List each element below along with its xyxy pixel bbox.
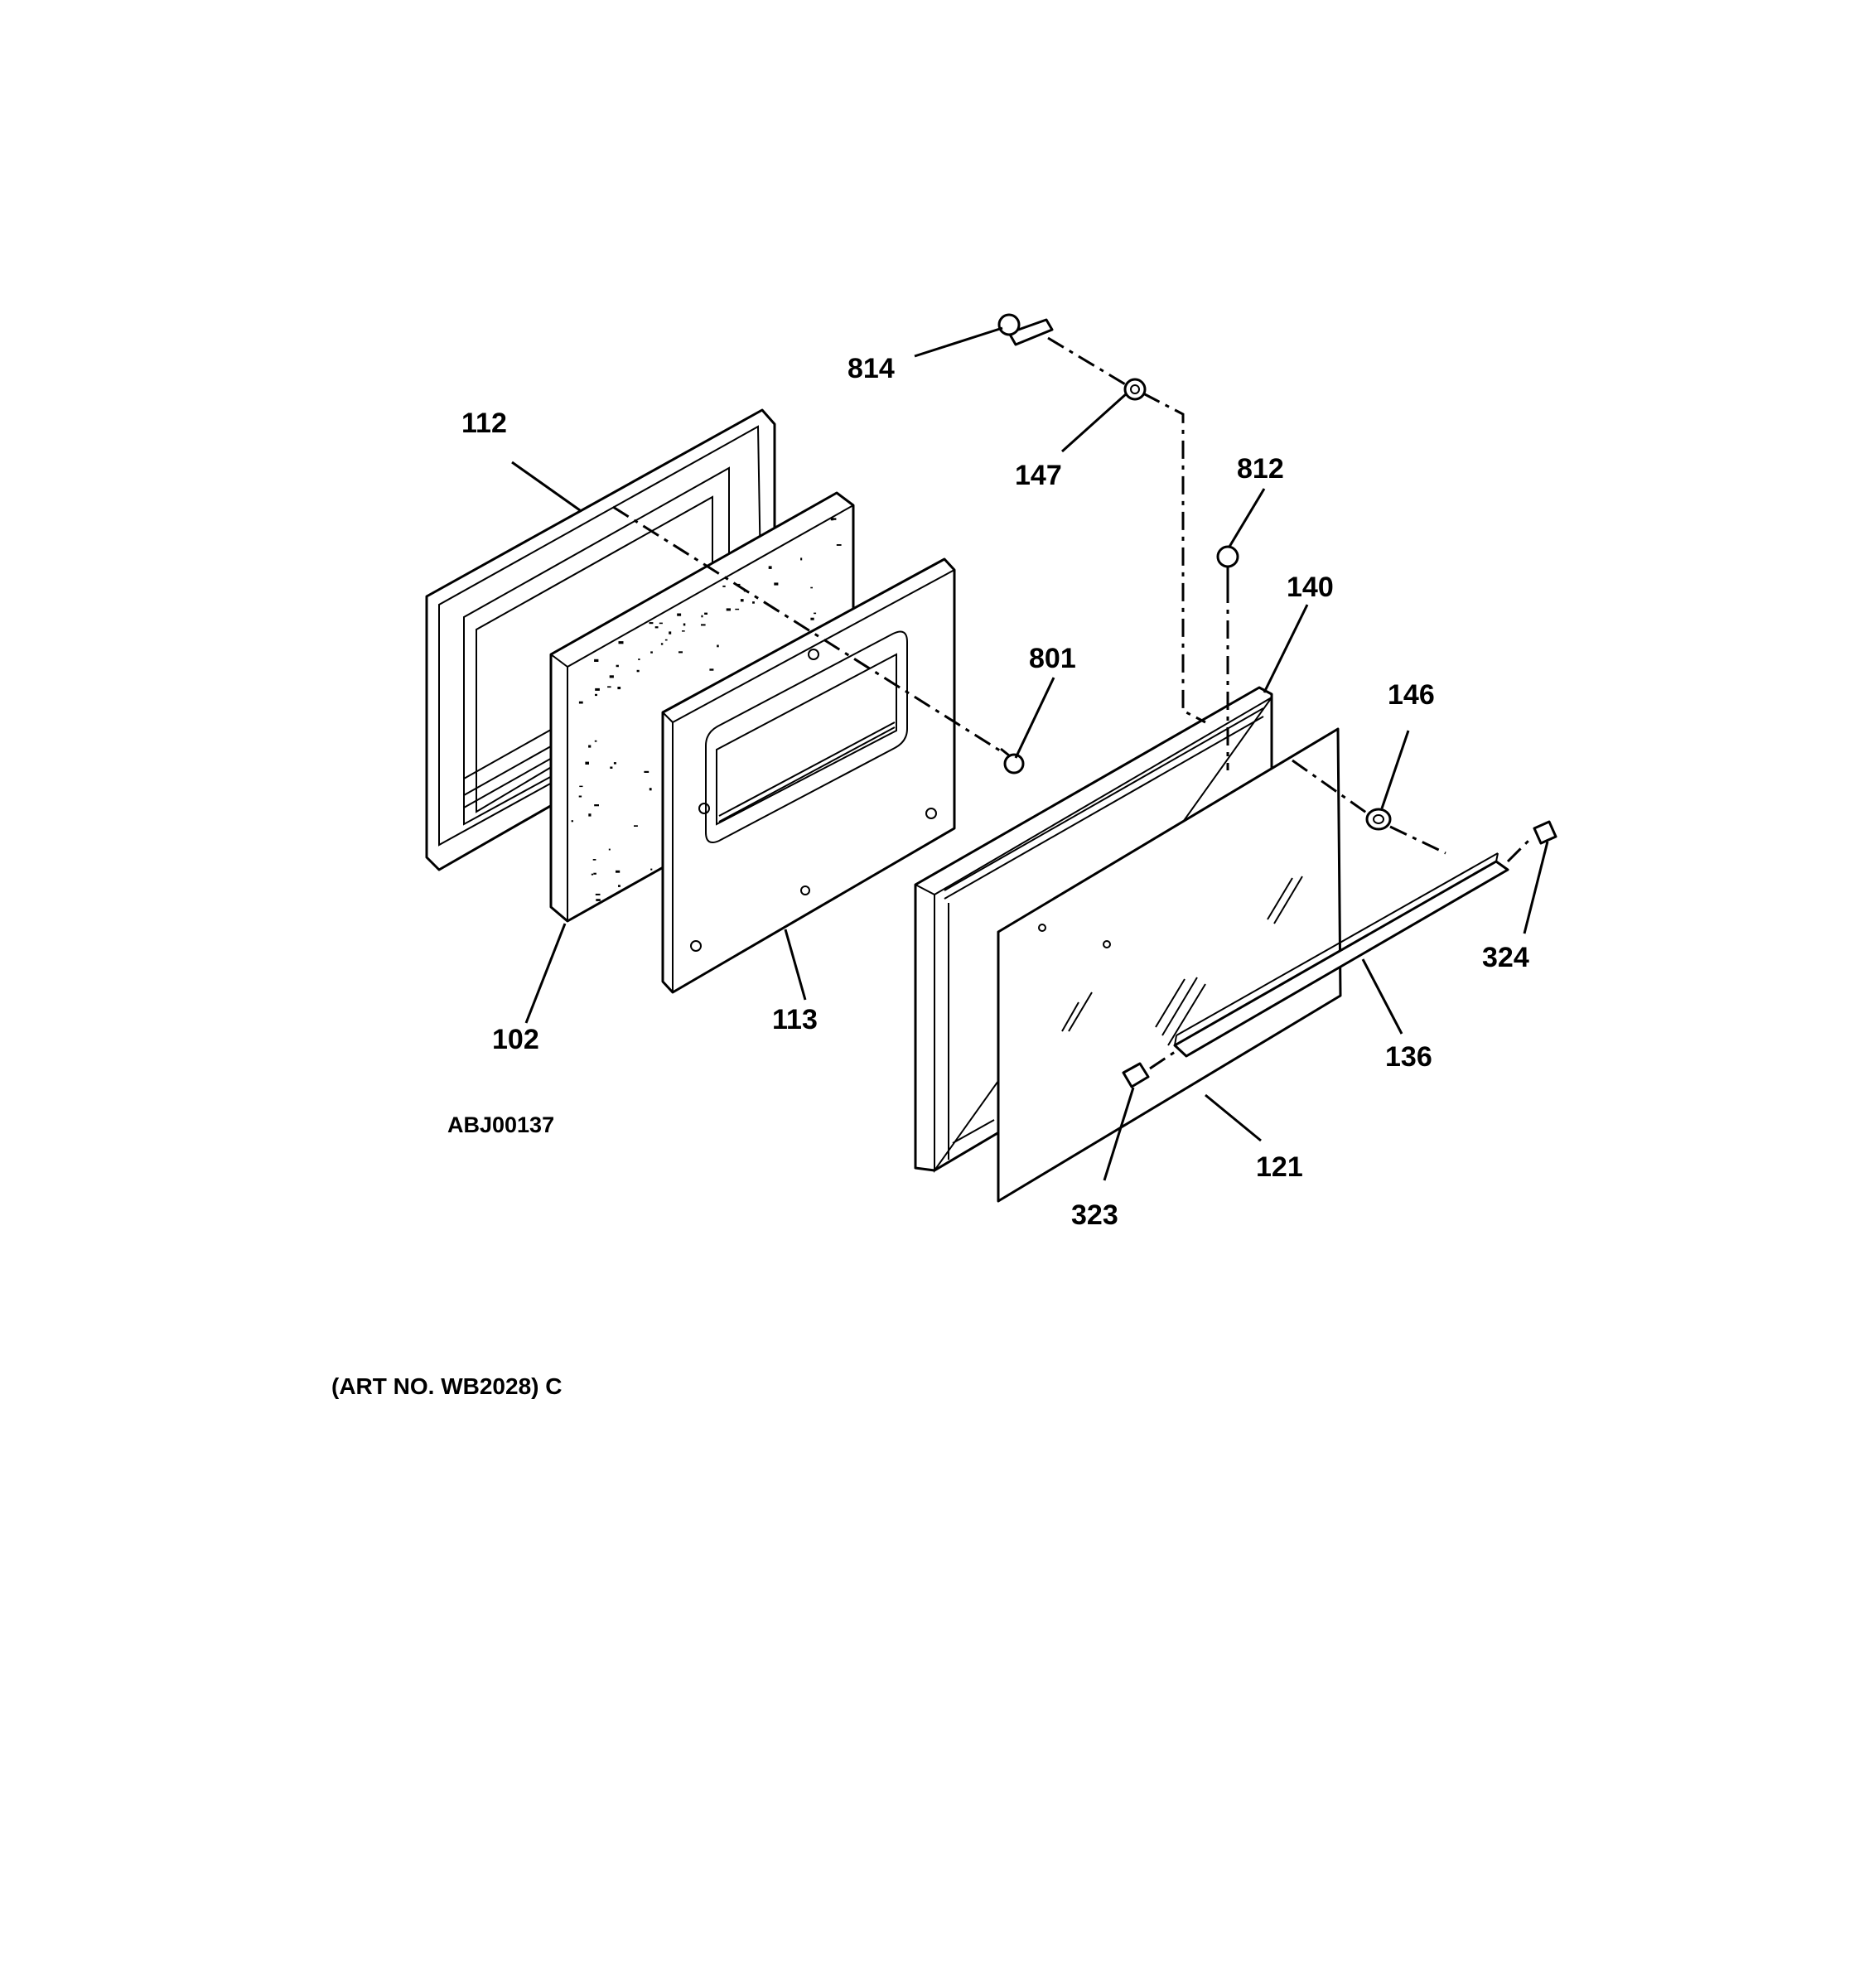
- insulation-texture-speck: [596, 899, 601, 901]
- insulation-texture-speck: [669, 631, 672, 635]
- insulation-texture-speck: [636, 669, 640, 673]
- insulation-texture-speck: [610, 766, 613, 769]
- callout-323: 323: [1071, 1199, 1118, 1231]
- part-121-door-glass: [997, 727, 1342, 1203]
- insulation-texture-speck: [592, 859, 596, 861]
- insulation-texture-speck: [585, 761, 589, 765]
- callout-140: 140: [1287, 572, 1334, 603]
- part-324-end-cap: [1533, 820, 1557, 845]
- insulation-texture-speck: [810, 617, 814, 620]
- insulation-texture-speck: [616, 664, 619, 668]
- insulation-texture-speck: [617, 687, 621, 690]
- part-812-screw: [1216, 545, 1239, 585]
- insulation-texture-speck: [594, 804, 599, 807]
- insulation-texture-speck: [664, 639, 668, 641]
- insulation-texture-speck: [608, 848, 611, 851]
- insulation-texture-speck: [593, 872, 596, 875]
- part-113-inner-panel: [661, 557, 956, 994]
- insulation-texture-speck: [722, 585, 726, 587]
- part-814-screw: [997, 313, 1054, 346]
- insulation-texture-speck: [591, 873, 594, 876]
- insulation-texture-speck: [659, 622, 663, 625]
- insulation-texture-speck: [683, 623, 686, 626]
- insulation-texture-speck: [800, 557, 803, 561]
- insulation-texture-speck: [814, 612, 817, 615]
- insulation-texture-speck: [644, 770, 650, 773]
- part-147-washer: [1123, 378, 1147, 401]
- insulation-texture-speck: [638, 659, 640, 660]
- insulation-texture-speck: [649, 788, 652, 791]
- leader-lines: [511, 326, 1549, 1181]
- insulation-texture-speck: [701, 624, 706, 626]
- callout-102: 102: [492, 1024, 539, 1055]
- insulation-texture-speck: [830, 518, 834, 521]
- callout-814: 814: [847, 353, 895, 384]
- part-323-end-cap: [1122, 1062, 1150, 1088]
- insulation-texture-speck: [833, 518, 837, 520]
- insulation-texture-speck: [609, 675, 614, 678]
- insulation-texture-speck: [649, 622, 654, 625]
- insulation-texture-speck: [726, 608, 731, 611]
- part-136-door-handle: [1173, 852, 1509, 1058]
- insulation-texture-speck: [717, 644, 719, 648]
- insulation-texture-speck: [578, 795, 582, 798]
- insulation-texture-speck: [682, 630, 685, 632]
- insulation-texture-speck: [579, 785, 583, 788]
- callout-136: 136: [1385, 1041, 1432, 1073]
- insulation-texture-speck: [654, 626, 659, 629]
- insulation-texture-speck: [616, 870, 621, 873]
- insulation-texture-speck: [704, 612, 707, 615]
- insulation-texture-speck: [701, 615, 703, 618]
- insulation-texture-speck: [650, 868, 653, 871]
- insulation-texture-speck: [650, 651, 653, 654]
- insulation-texture-speck: [709, 668, 714, 671]
- insulation-texture-speck: [774, 582, 779, 586]
- drawing-code: ABJ00137: [447, 1112, 554, 1137]
- insulation-texture-speck: [607, 686, 611, 688]
- part-146-spacer: [1365, 808, 1392, 831]
- insulation-texture-speck: [678, 651, 683, 654]
- insulation-texture-speck: [618, 885, 621, 887]
- insulation-texture-speck: [594, 740, 597, 742]
- callout-801: 801: [1029, 643, 1076, 674]
- insulation-texture-speck: [660, 643, 664, 645]
- callout-812: 812: [1237, 453, 1284, 485]
- insulation-texture-speck: [595, 693, 597, 697]
- insulation-texture-speck: [768, 566, 772, 569]
- callout-324: 324: [1482, 942, 1529, 973]
- callout-147: 147: [1015, 460, 1062, 491]
- insulation-texture-speck: [594, 659, 599, 662]
- insulation-texture-speck: [735, 608, 740, 610]
- insulation-texture-speck: [836, 544, 842, 546]
- insulation-texture-speck: [571, 820, 573, 823]
- insulation-texture-speck: [595, 893, 601, 895]
- insulation-texture-speck: [810, 586, 813, 589]
- callout-labels: 112 102 113 801 814 147 812 140 146 324 …: [461, 353, 1529, 1231]
- callout-112: 112: [461, 408, 507, 439]
- insulation-texture-speck: [588, 813, 592, 817]
- assembly-lines: [612, 336, 1534, 1070]
- part-801-screw: [1000, 747, 1025, 774]
- insulation-texture-speck: [613, 762, 616, 765]
- insulation-texture-speck: [752, 601, 755, 604]
- insulation-texture-speck: [677, 613, 682, 616]
- callout-121: 121: [1256, 1151, 1303, 1183]
- art-number: (ART NO. WB2028) C: [331, 1373, 562, 1399]
- insulation-texture-speck: [634, 825, 638, 827]
- callout-113: 113: [772, 1004, 818, 1035]
- insulation-texture-speck: [588, 745, 592, 748]
- callout-146: 146: [1388, 679, 1435, 711]
- insulation-texture-speck: [618, 641, 624, 644]
- insulation-texture-speck: [595, 688, 600, 691]
- insulation-texture-speck: [740, 599, 744, 602]
- insulation-texture-speck: [578, 701, 583, 704]
